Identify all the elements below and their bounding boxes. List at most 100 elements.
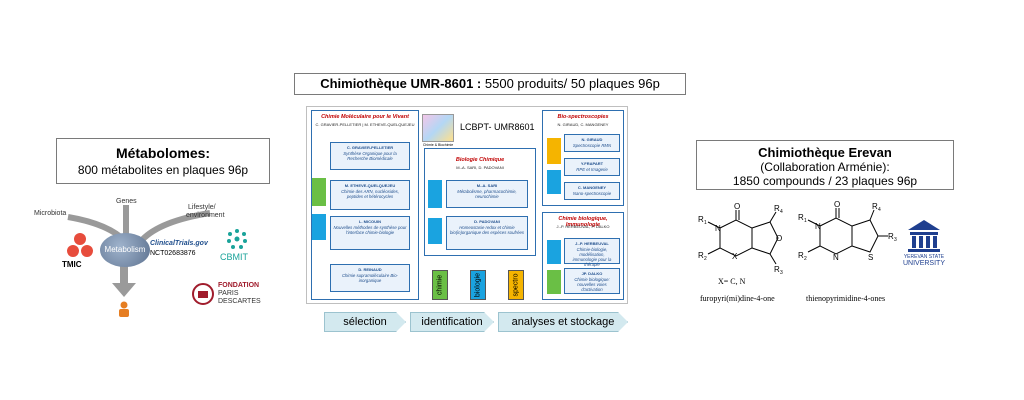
label-lifestyle-2: environment [186, 212, 225, 219]
team-card: L. MICOUIN Nouvelles méthodes de synthès… [330, 216, 410, 250]
thienopyrimidine-structure-diagram: O N N S R 1 R 2 R 4 R 3 [798, 200, 897, 262]
logo-caption: Chimie & Biochimie [422, 143, 454, 147]
team-name: D. PADOVANI [474, 219, 500, 224]
team-desc: Nano-spectroscopie [572, 191, 612, 196]
team-name: D. REINAUD [358, 267, 382, 272]
team-name: Y.FRAPART [580, 161, 604, 166]
caption-furopyrimidine: furopyri(mi)dine-4-one [700, 294, 775, 303]
metabolomes-title: Métabolomes: [115, 145, 211, 161]
index-4: 4 [780, 209, 783, 215]
team-card: C. MANGENEY Nano-spectroscopie [564, 182, 620, 200]
team-card: Y.FRAPART RPE et Imagerie [564, 158, 620, 176]
team-desc: Chimie-biologie, modélisation, immunolog… [572, 247, 612, 267]
team-card: M. ETHEVE-QUELQUEJEU Chimie des ARN, nuc… [330, 180, 410, 210]
x-note: X= C, N [718, 277, 746, 286]
team-desc: Métabolisme, pharmacochimie, neurochimie [457, 189, 517, 199]
team-desc: Chimie supramoléculaire Bio-inorganique [341, 273, 399, 283]
flow-step-identification: identification [410, 312, 494, 332]
team-desc: Synthèse Organique pour la Recherche Bio… [343, 151, 397, 161]
legend-spectro: spectro [508, 270, 524, 300]
team-name: JP. DALKO [581, 271, 603, 276]
flow-step-analyses-stockage: analyses et stockage [498, 312, 628, 332]
section-subtitle: C. GRAVIER-PELLETIER | M. ETHEVE-QUELQUE… [315, 122, 415, 127]
clinicaltrials-label: ClinicalTrials.gov [150, 240, 208, 247]
team-name: L. MICOUIN [359, 219, 381, 224]
label-microbiota: Microbiota [34, 210, 67, 217]
biologie-color-marker [428, 218, 442, 244]
legend-biologie: biologie [470, 270, 486, 300]
chimiotheque-title-bold: Chimiothèque UMR-8601 : [320, 76, 482, 91]
team-card: N. GIRAUD Spectroscopie RMN [564, 134, 620, 152]
team-name: C. GRAVIER-PELLETIER [346, 145, 394, 150]
spectro-color-marker [547, 138, 561, 164]
chimie-color-marker [312, 178, 326, 206]
section-title: Bio-spectroscopies [557, 114, 609, 120]
label-genes: Genes [116, 198, 137, 205]
cbmit-label: CBMIT [220, 252, 248, 262]
university-line-1: YEREVAN STATE [903, 254, 945, 260]
lab-name: LCBPT- UMR8601 [460, 122, 535, 132]
group-r4: R [872, 202, 878, 211]
yerevan-university-logo-icon [908, 220, 940, 252]
biologie-color-marker [547, 240, 561, 264]
chimiotheque-title-box: Chimiothèque UMR-8601 : 5500 produits/ 5… [294, 73, 686, 95]
metabolomes-title-box: Métabolomes: 800 métabolites en plaques … [56, 138, 270, 184]
team-name: J.-P. HERBEUVAL [575, 241, 609, 246]
team-desc: Homeostasie redox et chimie bio(in)organ… [449, 225, 525, 235]
chimiotheque-title-rest: 5500 produits/ 50 plaques 96p [481, 76, 660, 91]
index-3: 3 [780, 270, 783, 276]
erevan-count: 1850 compounds / 23 plaques 96p [732, 174, 918, 188]
atom-o: O [734, 202, 740, 211]
team-card: D. PADOVANI Homeostasie redox et chimie … [446, 216, 528, 250]
team-card: D. REINAUD Chimie supramoléculaire Bio-i… [330, 264, 410, 292]
index-1: 1 [804, 218, 807, 224]
nct-number: NCT02683876 [150, 250, 196, 257]
index-3: 3 [894, 237, 897, 243]
index-4: 4 [878, 207, 881, 213]
group-r4: R [774, 204, 780, 213]
team-card: C. GRAVIER-PELLETIER Synthèse Organique … [330, 142, 410, 170]
index-1: 1 [704, 220, 707, 226]
team-name: M. ETHEVE-QUELQUEJEU [344, 183, 396, 188]
group-r3: R [774, 265, 780, 274]
university-line-2: UNIVERSITY [902, 260, 945, 267]
tmic-logo-icon [67, 233, 93, 257]
legend-spectro-text: spectro [512, 273, 520, 297]
team-card: M.-A. SARI Métabolisme, pharmacochimie, … [446, 180, 528, 208]
caption-thienopyrimidine: thienopyrimidine-4-ones [806, 294, 886, 303]
team-name: M.-A. SARI [476, 183, 498, 188]
atom-s: S [868, 253, 873, 262]
section-title: Chimie Moléculaire pour le Vivant [321, 114, 409, 120]
cbmit-logo-icon [227, 229, 247, 249]
team-desc: Chimie des ARN, nucléosides, peptides et… [341, 189, 399, 199]
erevan-title: Chimiothèque Erevan [758, 145, 892, 160]
furopyrimidine-structure-diagram: O N X O R 1 R 2 R 4 R 3 X= C, N [698, 202, 783, 286]
group-r2: R [698, 251, 704, 260]
team-desc: RPE et Imagerie [576, 167, 608, 172]
fondation-text: FONDATION PARIS DESCARTES [218, 282, 261, 306]
fondation-seal-icon [192, 283, 214, 305]
team-desc: Nouvelles méthodes de synthèse pour l'in… [333, 225, 407, 235]
legend-chimie-text: chimie [436, 274, 444, 296]
section-subtitle: M.-A. SARI, D. PADOVANI [456, 165, 504, 170]
yerevan-university-label: YEREVAN STATE UNIVERSITY [898, 254, 950, 267]
atom-o: O [834, 200, 840, 209]
atom-o-ring: O [776, 234, 782, 243]
group-r2: R [798, 251, 804, 260]
erevan-title-box: Chimiothèque Erevan (Collaboration Armén… [696, 140, 954, 190]
chimie-color-marker [547, 270, 561, 294]
tmic-label: TMIC [62, 260, 82, 269]
erevan-collaboration: (Collaboration Arménie): [760, 160, 890, 174]
group-r1: R [698, 215, 704, 224]
section-title: Chimie biologique, Immunologie [558, 216, 608, 228]
flow-step-selection: sélection [324, 312, 406, 332]
atom-n: N [815, 222, 821, 231]
fondation-line-3: DESCARTES [218, 298, 261, 305]
metabolomes-subtitle: 800 métabolites en plaques 96p [77, 163, 249, 177]
team-card: J.-P. HERBEUVAL Chimie-biologie, modélis… [564, 238, 620, 267]
group-r3: R [888, 232, 894, 241]
legend-chimie: chimie [432, 270, 448, 300]
team-desc: Chimie biologique: nouvelles voies d'act… [574, 277, 610, 292]
index-2: 2 [704, 256, 707, 262]
group-r1: R [798, 213, 804, 222]
